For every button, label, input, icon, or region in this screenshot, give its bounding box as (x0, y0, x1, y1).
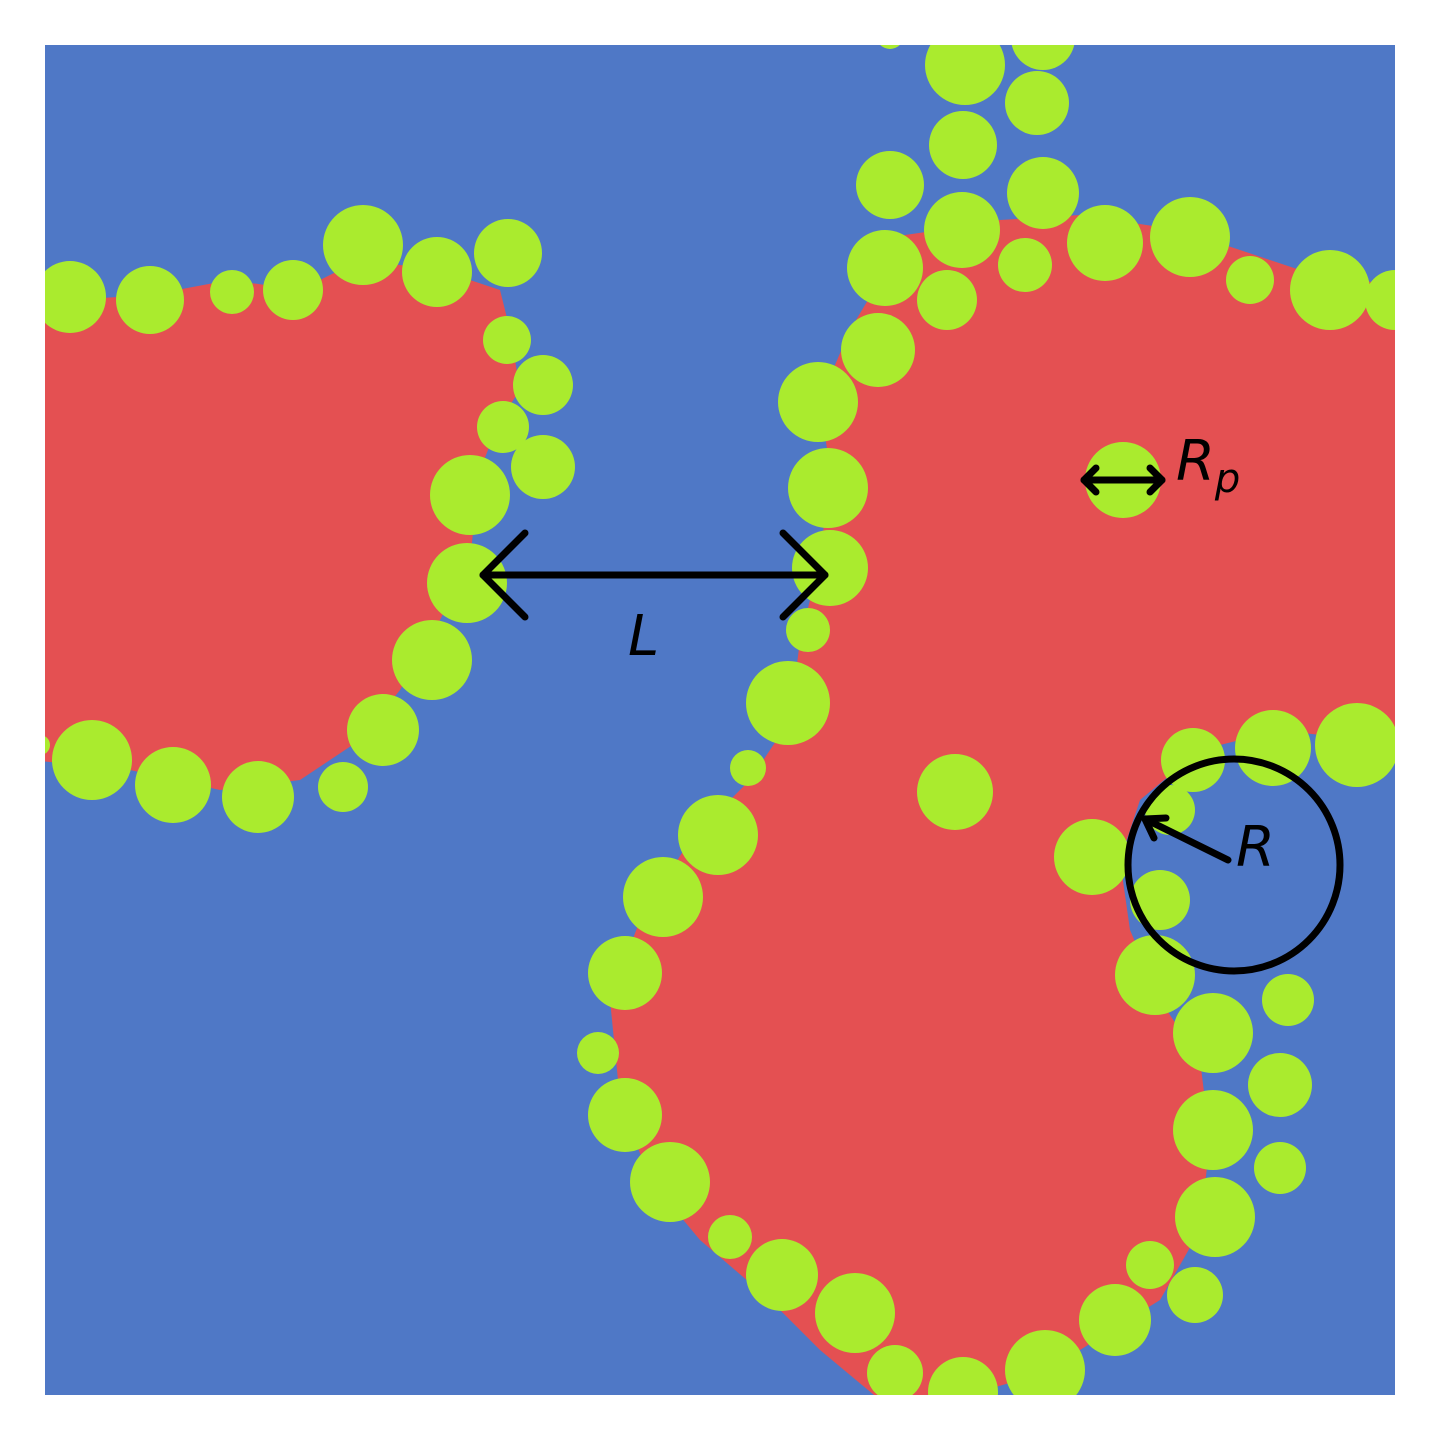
particle (788, 448, 868, 528)
particle (623, 857, 703, 937)
particle (474, 219, 542, 287)
particle (1007, 157, 1079, 229)
particle (880, 45, 900, 49)
L-arrow (479, 529, 829, 621)
particle (1150, 197, 1230, 277)
particle (630, 1142, 710, 1222)
particle (1126, 1241, 1174, 1289)
R-arrow (1141, 814, 1232, 864)
particle (1054, 819, 1130, 895)
particle (778, 362, 858, 442)
particle (430, 455, 510, 535)
particle (52, 720, 132, 800)
particle (116, 266, 184, 334)
particle (511, 435, 575, 499)
particle (1005, 1330, 1085, 1395)
particle (1235, 710, 1311, 786)
particle (1262, 974, 1314, 1026)
particle (847, 230, 923, 306)
annotations (479, 464, 1344, 975)
particle (1115, 935, 1195, 1015)
particle (1173, 993, 1253, 1073)
particle (917, 270, 977, 330)
particle (347, 694, 419, 766)
particle (678, 795, 758, 875)
simulation-panel (45, 45, 1395, 1395)
particle (477, 401, 529, 453)
particle (928, 1357, 998, 1395)
particle (1067, 205, 1143, 281)
particle (924, 192, 1000, 268)
particle (1175, 1177, 1255, 1257)
particle (318, 762, 368, 812)
particle (45, 736, 50, 754)
Rp-arrow (1080, 464, 1166, 496)
particle (483, 316, 531, 364)
particle (45, 261, 106, 333)
particle (1173, 1090, 1253, 1170)
particle (1005, 71, 1069, 135)
Rp-label-main: R (1176, 429, 1215, 494)
particle (867, 1345, 923, 1395)
R-label: R (1236, 815, 1275, 880)
particle (815, 1273, 895, 1353)
particle (1290, 250, 1370, 330)
particle (856, 151, 924, 219)
particle (1079, 1284, 1151, 1356)
particle (925, 45, 1005, 105)
particle (1254, 1142, 1306, 1194)
particle (135, 747, 211, 823)
Rp-label-subscript: p (1214, 456, 1240, 502)
particle (210, 270, 254, 314)
particle (513, 355, 573, 415)
particle (746, 1239, 818, 1311)
particle (222, 761, 294, 833)
particle (1248, 1053, 1312, 1117)
particle (998, 238, 1052, 292)
particle (1011, 45, 1075, 70)
particle (1365, 270, 1395, 330)
particle (427, 543, 507, 623)
particle (263, 260, 323, 320)
particle (708, 1215, 752, 1259)
particle (1315, 703, 1395, 787)
particle-phase (45, 45, 1395, 1395)
R-circle (1124, 755, 1344, 975)
particle (1130, 870, 1190, 930)
particle (392, 620, 472, 700)
particle (588, 1078, 662, 1152)
particle (588, 936, 662, 1010)
particle (929, 111, 997, 179)
particle (730, 750, 766, 786)
particle (323, 205, 403, 285)
particle (1167, 1267, 1223, 1323)
particle (746, 661, 830, 745)
particle (577, 1032, 619, 1074)
particle (917, 754, 993, 830)
particle (402, 237, 472, 307)
L-label: L (628, 604, 659, 669)
Rp-label: Rp (1176, 429, 1240, 502)
particle (1226, 256, 1274, 304)
particle (786, 608, 830, 652)
particle (841, 313, 915, 387)
